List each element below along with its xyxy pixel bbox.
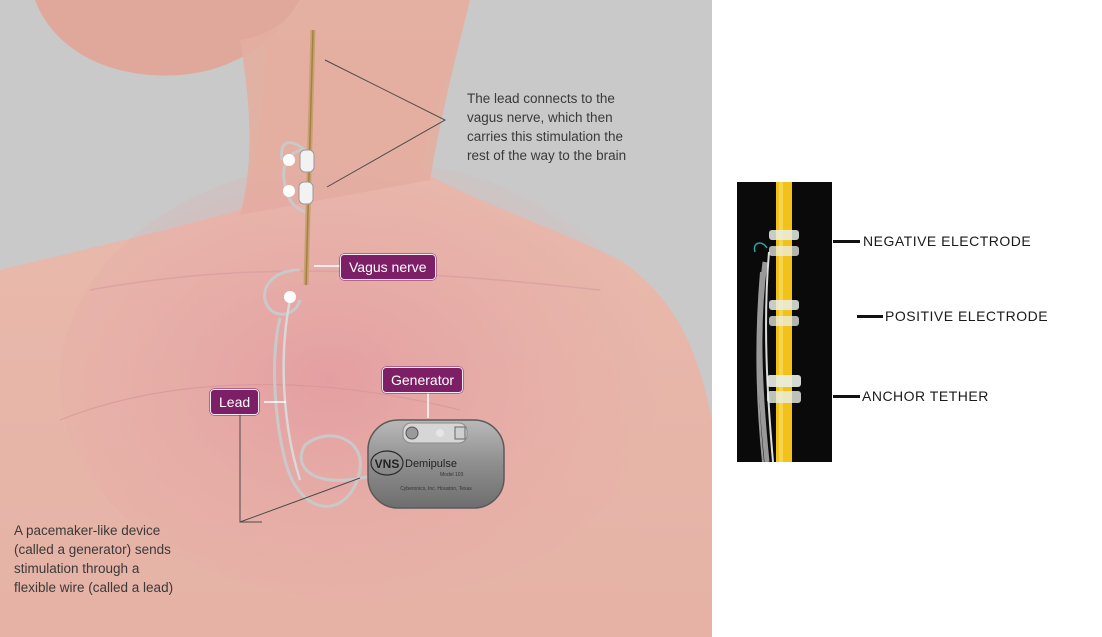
callout-lead-connects: The lead connects to the vagus nerve, wh… <box>467 89 687 165</box>
positive-electrode-pointer <box>857 315 883 318</box>
device-maker: Cyberonics, Inc. Houston, Texas <box>400 486 472 492</box>
tag-lead: Lead <box>210 389 259 415</box>
negative-electrode-pointer <box>833 240 860 243</box>
tag-vagus-nerve: Vagus nerve <box>340 254 436 280</box>
anchor-tether-pointer <box>833 395 860 398</box>
generator-device: VNS Demipulse Model 103 Cyberonics, Inc.… <box>368 420 504 508</box>
label-anchor-tether: ANCHOR TETHER <box>862 388 989 404</box>
label-positive-electrode: POSITIVE ELECTRODE <box>885 308 1048 324</box>
device-brand-short: VNS <box>375 457 400 471</box>
coil-positive <box>299 182 313 204</box>
device-model: Model 103 <box>440 472 464 478</box>
device-brand-name: Demipulse <box>405 458 457 470</box>
anchor-blob-2 <box>283 185 295 197</box>
callout-generator-description: A pacemaker-like device (called a genera… <box>14 521 224 597</box>
label-negative-electrode: NEGATIVE ELECTRODE <box>863 233 1031 249</box>
coil-negative <box>300 150 314 172</box>
tag-generator: Generator <box>382 367 463 393</box>
anchor-blob-1 <box>283 154 295 166</box>
anchor-blob-3 <box>284 291 296 303</box>
electrode-closeup-photo <box>737 182 832 462</box>
